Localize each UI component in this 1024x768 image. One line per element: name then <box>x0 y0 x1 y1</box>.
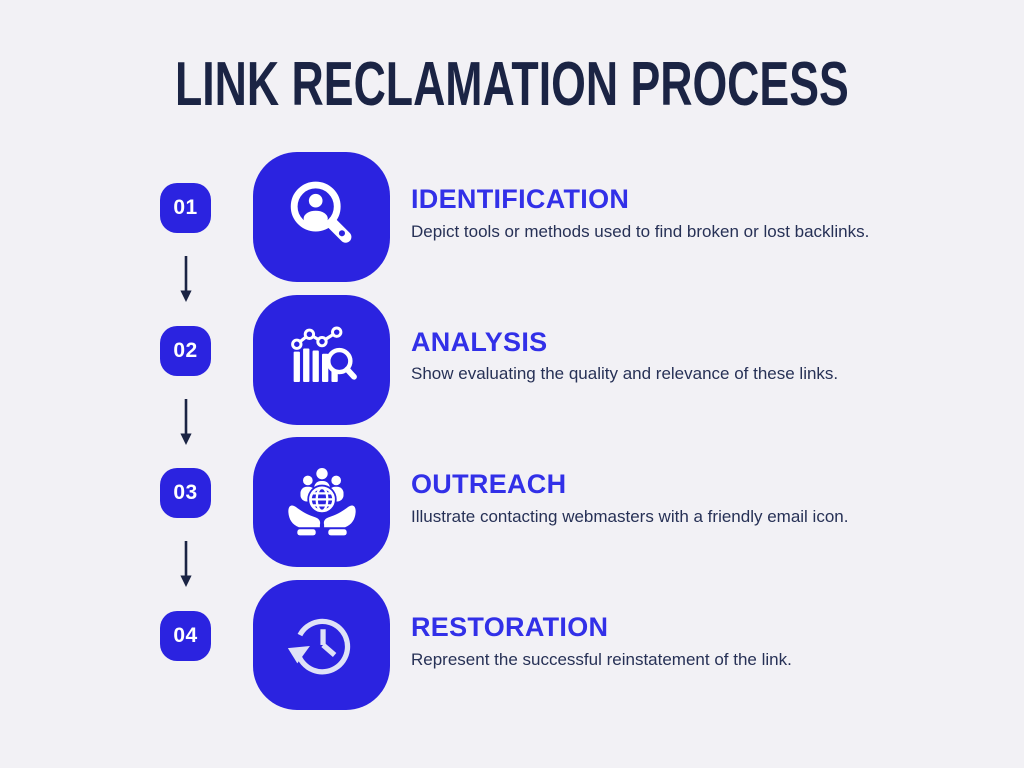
step-number: 02 <box>173 338 198 362</box>
step-text-block: RESTORATION Represent the successful rei… <box>411 612 971 670</box>
history-clock-icon <box>287 618 350 675</box>
step-icon-tile <box>253 580 390 711</box>
step-icon-tile <box>253 437 390 568</box>
page-title: LINK RECLAMATION PROCESS <box>0 54 1024 116</box>
step-title: OUTREACH <box>411 469 567 500</box>
step-icon-tile <box>253 152 390 282</box>
arrow-down-icon <box>180 256 192 302</box>
step-description: Depict tools or methods used to find bro… <box>411 221 870 241</box>
user-search-icon <box>290 181 351 243</box>
chart-magnifier-icon <box>290 326 357 382</box>
step-number: 04 <box>173 624 198 648</box>
step-number-badge: 04 <box>160 611 211 662</box>
step-title: IDENTIFICATION <box>411 184 630 214</box>
hands-globe-people-icon <box>287 468 356 536</box>
step-row-analysis: 02 ANALYSIS Show evaluating the quality … <box>0 294 1024 425</box>
arrow-down-icon <box>180 398 192 445</box>
step-row-identification: 01 IDENTIFICATION Depict tools or method… <box>0 152 1024 282</box>
step-description: Represent the successful reinstatement o… <box>411 649 792 669</box>
page-title-text: LINK RECLAMATION PROCESS <box>175 50 849 119</box>
step-text-block: OUTREACH Illustrate contacting webmaster… <box>411 470 971 527</box>
step-number-badge: 02 <box>160 325 211 376</box>
step-title: ANALYSIS <box>411 326 548 357</box>
step-row-restoration: 04 RESTORATION Represent the successful … <box>0 580 1024 711</box>
step-number-badge: 01 <box>160 183 211 233</box>
step-description: Illustrate contacting webmasters with a … <box>411 507 849 527</box>
step-row-outreach: 03 <box>0 437 1024 568</box>
step-description: Show evaluating the quality and relevanc… <box>411 364 839 384</box>
step-text-block: IDENTIFICATION Depict tools or methods u… <box>411 184 971 242</box>
step-icon-tile <box>253 294 390 425</box>
step-text-block: ANALYSIS Show evaluating the quality and… <box>411 326 971 385</box>
step-number-badge: 03 <box>160 468 211 519</box>
step-title: RESTORATION <box>411 612 609 643</box>
arrow-down-icon <box>180 541 192 588</box>
step-number: 01 <box>173 196 198 219</box>
step-number: 03 <box>173 481 198 505</box>
